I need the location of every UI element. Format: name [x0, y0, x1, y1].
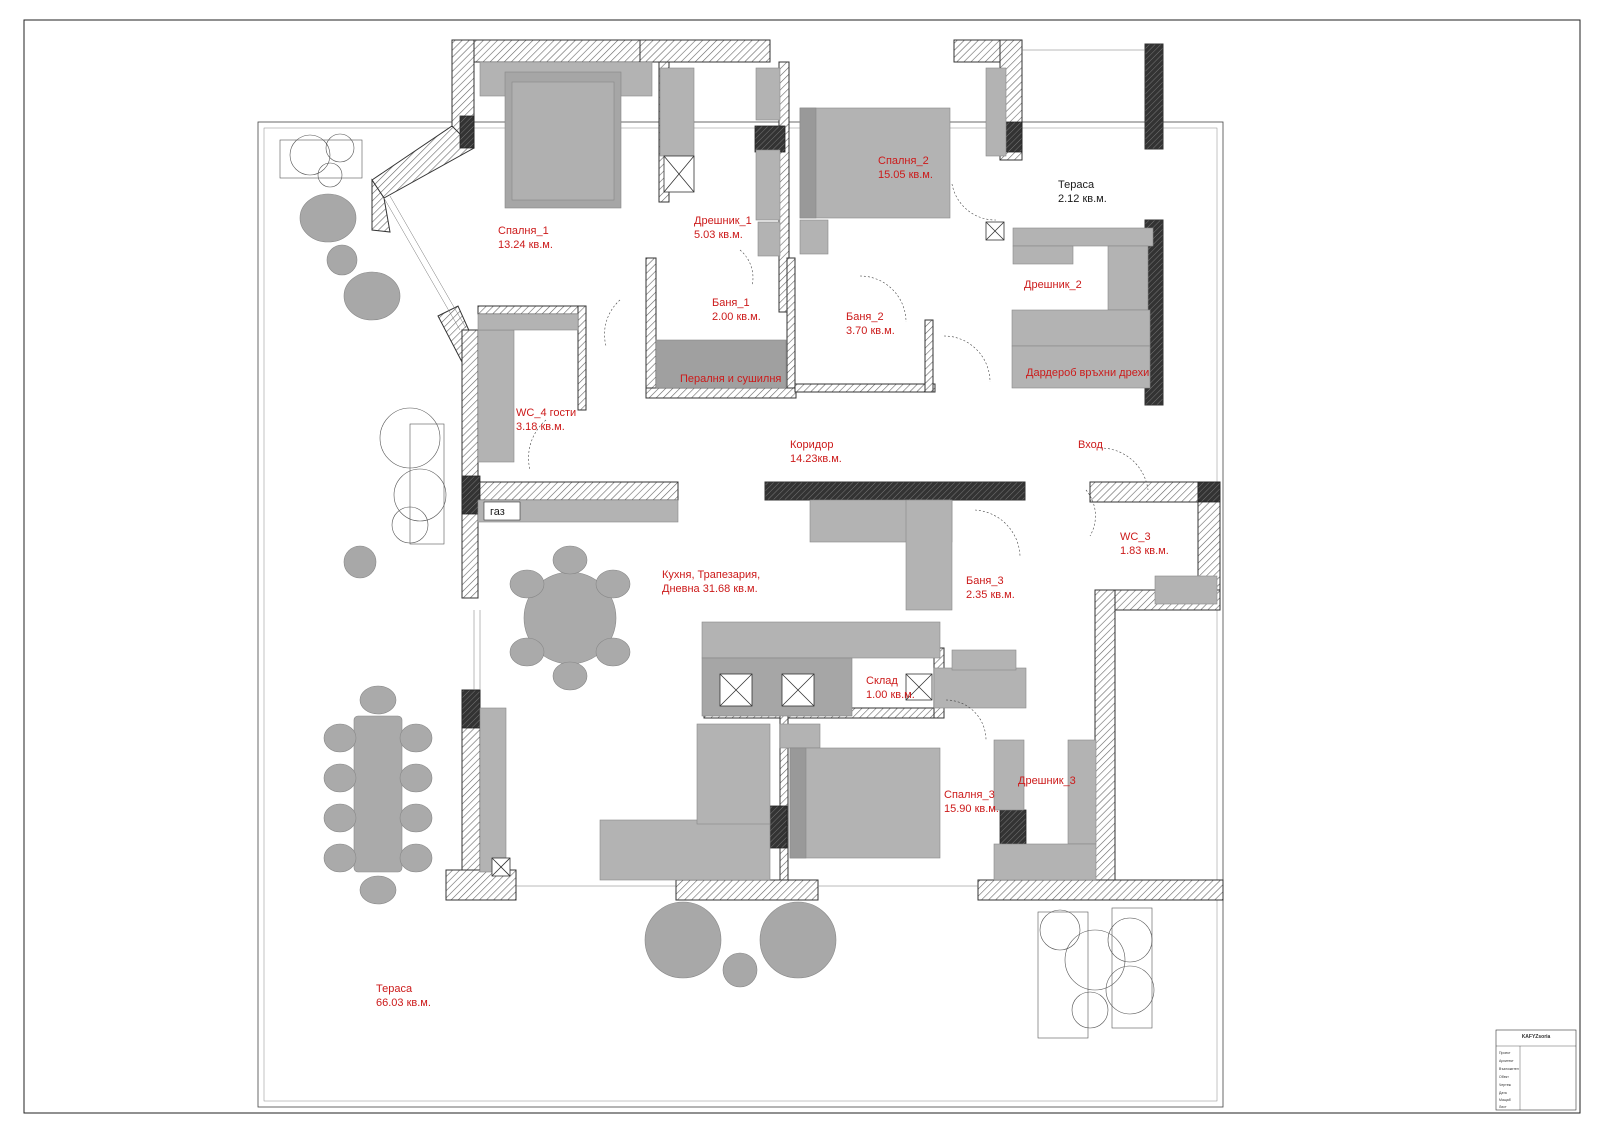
room-area: 14.23кв.м. [790, 453, 842, 465]
room-name: Спалня_2 [878, 155, 929, 167]
room-name: Тераса [376, 983, 413, 995]
title-block-line: Възложител [1499, 1067, 1519, 1071]
glazing [383, 49, 1145, 887]
room-name: Баня_1 [712, 297, 750, 309]
title-block-line: Обект [1499, 1075, 1509, 1079]
terrace-outline [257, 121, 1224, 1108]
room-area: 13.24 кв.м. [498, 239, 553, 251]
room-name: Баня_2 [846, 311, 884, 323]
title-block-line: Чертеж [1499, 1083, 1512, 1087]
terrace-inner-outline [263, 127, 1218, 1102]
columns [459, 115, 1221, 849]
room-name: Склад [866, 675, 898, 687]
terrace-lounge [299, 193, 837, 988]
room-name: Вход [1078, 439, 1103, 451]
room-area: 15.90 кв.м. [944, 803, 999, 815]
room-area: 1.00 кв.м. [866, 689, 915, 701]
title-block-company: KAFYZsoria [1522, 1034, 1551, 1040]
room-name: Баня_3 [966, 575, 1004, 587]
room-area: 3.70 кв.м. [846, 325, 895, 337]
room-area: 3.18 кв.м. [516, 421, 565, 433]
room-area: 15.05 кв.м. [878, 169, 933, 181]
title-block-line: Проект [1499, 1051, 1511, 1055]
room-name: Дрешник_1 [694, 215, 752, 227]
room-area: 2.12 кв.м. [1058, 193, 1107, 205]
terrace-long-table [323, 685, 433, 905]
room-labels: Спалня_1 13.24 кв.м. Спалня_2 15.05 кв.м… [376, 155, 1169, 1009]
room-name: Кухня, Трапезария, [662, 569, 760, 581]
title-block-line: Архитект [1499, 1059, 1514, 1063]
round-dining-table [509, 545, 631, 691]
room-name: Коридор [790, 439, 833, 451]
room-name: WC_3 [1120, 531, 1151, 543]
room-name: Спалня_3 [944, 789, 995, 801]
gas-label: газ [490, 506, 505, 518]
title-block-line: Лист [1499, 1105, 1507, 1109]
room-name: Пералня и сушилня [680, 373, 781, 385]
room-name: Тераса [1058, 179, 1095, 191]
title-block-line: Мащаб [1499, 1098, 1511, 1102]
plants [279, 133, 1155, 1039]
sheet-border [23, 19, 1581, 1114]
room-area: 5.03 кв.м. [694, 229, 743, 241]
room-name: Дардероб връхни дрехи [1026, 367, 1149, 379]
room-name: Спалня_1 [498, 225, 549, 237]
title-block-line: Дата [1499, 1091, 1507, 1095]
appliances [491, 155, 1005, 877]
room-area: 2.35 кв.м. [966, 589, 1015, 601]
room-area: Дневна 31.68 кв.м. [662, 583, 758, 595]
room-area: 1.83 кв.м. [1120, 545, 1169, 557]
room-area: 2.00 кв.м. [712, 311, 761, 323]
room-name: Дрешник_3 [1018, 775, 1076, 787]
room-area: 66.03 кв.м. [376, 997, 431, 1009]
room-name: WC_4 гости [516, 407, 576, 419]
furniture [477, 61, 1218, 881]
doors [528, 183, 1149, 741]
title-block: KAFYZsoria Проект Архитект Възложител Об… [1495, 1029, 1577, 1111]
room-name: Дрешник_2 [1024, 279, 1082, 291]
